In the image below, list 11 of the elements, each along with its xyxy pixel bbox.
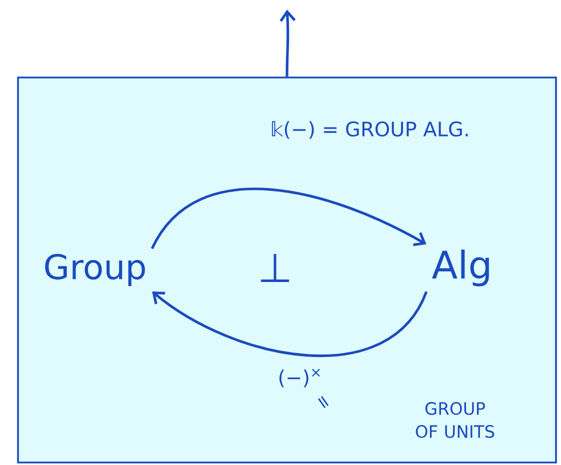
arrow (280, 10, 296, 77)
edge-label: 𝕜(−) = GROUP ALG. (272, 121, 468, 139)
arrow (150, 188, 426, 250)
equals-sign: = (318, 396, 329, 408)
perpendicular-symbol: ⊥ (261, 254, 289, 282)
node-label: Group (45, 254, 145, 286)
node-label: Alg (432, 250, 489, 286)
arrow (152, 291, 428, 357)
edge-label: (−)$^{×}$ (279, 368, 320, 388)
note-text: GROUP OF UNITS (416, 402, 494, 438)
frame-box (17, 76, 557, 464)
